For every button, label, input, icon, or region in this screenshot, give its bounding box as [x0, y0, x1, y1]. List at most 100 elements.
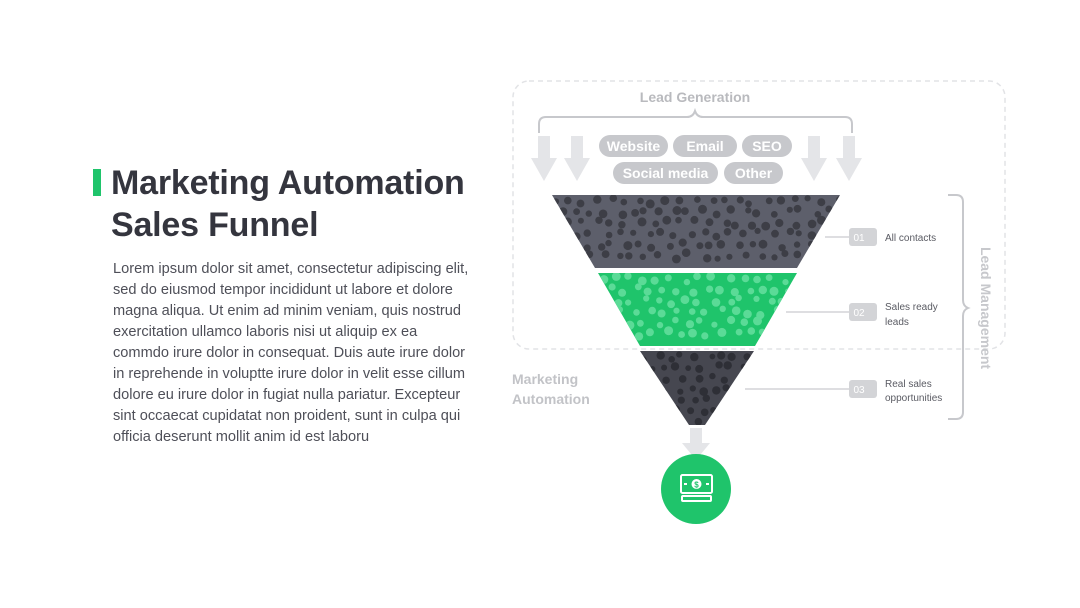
- texture-dot: [605, 231, 613, 239]
- texture-dot: [768, 297, 776, 305]
- texture-dot: [771, 254, 778, 261]
- texture-dot: [830, 243, 839, 253]
- texture-dot: [742, 251, 750, 259]
- slide-title-line-2: Sales Funnel: [111, 206, 319, 244]
- texture-dot: [634, 240, 642, 248]
- texture-dot: [637, 319, 644, 327]
- texture-dot: [678, 375, 687, 383]
- texture-dot: [637, 276, 647, 286]
- texture-dot: [664, 326, 674, 336]
- texture-dot: [743, 309, 752, 319]
- texture-dot: [702, 394, 710, 402]
- texture-dot: [776, 196, 786, 205]
- texture-dot: [654, 207, 663, 216]
- texture-dot: [817, 198, 826, 207]
- texture-dot: [639, 253, 646, 260]
- texture-dot: [741, 274, 750, 283]
- slide-title-line-1: Marketing Automation: [111, 164, 465, 202]
- texture-dot: [793, 204, 802, 213]
- texture-dot: [730, 288, 739, 297]
- texture-dot: [647, 231, 655, 238]
- texture-dot: [714, 255, 721, 262]
- texture-dot: [719, 305, 726, 312]
- texture-dot: [695, 364, 704, 373]
- money-stack-icon: $: [661, 454, 731, 524]
- texture-dot: [769, 286, 779, 296]
- texture-dot: [600, 317, 610, 327]
- texture-dot: [726, 205, 735, 214]
- down-arrow-icon: [531, 136, 557, 181]
- texture-dot: [709, 372, 716, 380]
- texture-dot: [675, 196, 684, 205]
- slide-title: Marketing Automation Sales Funnel: [111, 162, 465, 246]
- texture-dot: [832, 220, 840, 228]
- texture-dot: [758, 285, 767, 295]
- texture-dot: [747, 327, 756, 335]
- texture-dot: [653, 251, 662, 259]
- texture-dot: [558, 207, 568, 216]
- texture-dot: [618, 288, 627, 297]
- texture-dot: [793, 241, 801, 248]
- texture-dot: [759, 253, 767, 260]
- texture-dot: [656, 321, 664, 329]
- texture-dot: [667, 422, 674, 425]
- texture-dot: [735, 328, 743, 336]
- texture-dot: [657, 309, 666, 318]
- texture-dot: [668, 356, 675, 363]
- texture-dot: [620, 198, 628, 206]
- texture-dot: [741, 390, 748, 396]
- stage-number-badge: [849, 380, 877, 398]
- texture-dot: [690, 352, 699, 362]
- stage-callout-3: 03 Real sales opportunities: [745, 379, 942, 404]
- stage-number-03: 03: [853, 385, 865, 396]
- texture-dot: [677, 396, 685, 404]
- texture-dot: [598, 209, 608, 219]
- texture-dot: [822, 251, 829, 259]
- texture-dot: [611, 273, 621, 281]
- texture-dot: [704, 241, 713, 250]
- texture-dot: [649, 366, 656, 372]
- texture-dot: [673, 307, 680, 314]
- texture-dot: [651, 377, 658, 384]
- texture-dot: [623, 241, 633, 251]
- texture-dot: [807, 231, 817, 240]
- texture-dot: [765, 274, 773, 281]
- texture-dot: [585, 250, 594, 259]
- texture-dot: [659, 388, 667, 396]
- texture-dot: [836, 196, 840, 204]
- texture-dot: [656, 297, 663, 304]
- texture-dot: [681, 207, 689, 216]
- texture-dot: [710, 407, 717, 414]
- texture-dot: [721, 196, 728, 204]
- texture-dot: [770, 321, 778, 330]
- texture-dot: [688, 308, 696, 315]
- texture-dot: [647, 243, 656, 252]
- texture-dot: [662, 215, 672, 225]
- texture-dot: [630, 229, 637, 236]
- texture-dot: [670, 362, 680, 371]
- texture-dot: [639, 207, 647, 215]
- funnel-stage-1: [552, 195, 840, 268]
- source-pill-seo-label: SEO: [752, 138, 782, 154]
- texture-dot: [735, 395, 742, 403]
- texture-dot: [735, 377, 742, 384]
- source-pill-other-label: Other: [735, 165, 773, 181]
- texture-dot: [723, 219, 732, 227]
- texture-dot: [645, 328, 654, 337]
- texture-dot: [752, 209, 761, 218]
- texture-dot: [705, 218, 714, 227]
- texture-dot: [712, 386, 721, 395]
- texture-dot: [690, 215, 699, 224]
- texture-dot: [565, 239, 574, 248]
- texture-dot: [605, 219, 613, 227]
- texture-dot: [640, 371, 649, 380]
- texture-dot: [634, 332, 644, 341]
- texture-dot: [706, 273, 715, 281]
- texture-dot: [643, 287, 652, 296]
- texture-dot: [743, 422, 750, 425]
- stage-number-01: 01: [853, 233, 865, 244]
- texture-dot: [595, 216, 603, 224]
- texture-dot: [785, 288, 791, 295]
- texture-dot: [681, 248, 691, 257]
